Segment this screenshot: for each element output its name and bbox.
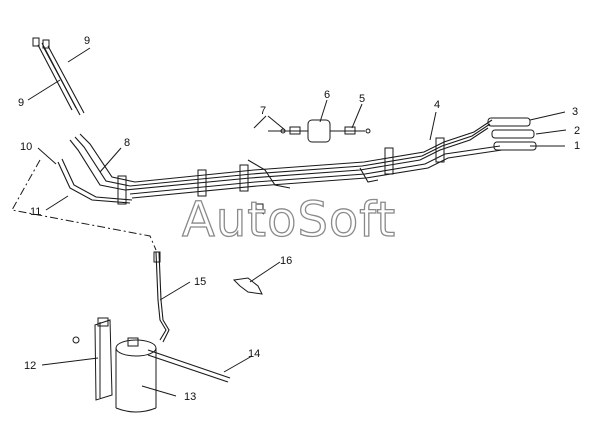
leader-lines	[27, 47, 567, 397]
pipe-clips	[117, 137, 445, 205]
branch-pipes	[247, 159, 379, 215]
callout-14: 14	[248, 348, 260, 360]
callout-numbers: 1 2 3 4 5 6 7 8 9 9 10 11 12 13 14 15 16	[18, 35, 580, 403]
callout-5: 5	[359, 93, 365, 105]
callout-11: 11	[30, 206, 41, 218]
callout-4: 4	[434, 99, 440, 111]
callout-13: 13	[184, 391, 196, 403]
watermark-text: AutoSoft	[182, 192, 396, 248]
clip-16	[232, 277, 263, 295]
dash-dot-path	[11, 159, 157, 251]
hoses-right	[487, 117, 537, 151]
callout-3: 3	[572, 106, 578, 118]
canister-13	[115, 337, 157, 413]
callout-1: 1	[574, 140, 580, 152]
callout-12: 12	[24, 360, 36, 372]
callout-15: 15	[194, 276, 206, 288]
callout-6: 6	[324, 89, 330, 101]
callout-7: 7	[260, 105, 266, 117]
callout-2: 2	[574, 125, 580, 137]
main-pipe-bundle	[57, 119, 503, 204]
callout-10: 10	[20, 141, 32, 153]
hoses-9	[32, 37, 85, 116]
callout-9-bottom: 9	[18, 97, 24, 109]
vapor-tube-14	[147, 349, 231, 383]
callout-16: 16	[280, 255, 292, 267]
callout-9-top: 9	[84, 35, 90, 47]
pipe-15	[153, 251, 170, 343]
bracket-12	[72, 317, 113, 401]
callout-8: 8	[124, 137, 130, 149]
fuel-filter-assembly	[268, 119, 371, 143]
